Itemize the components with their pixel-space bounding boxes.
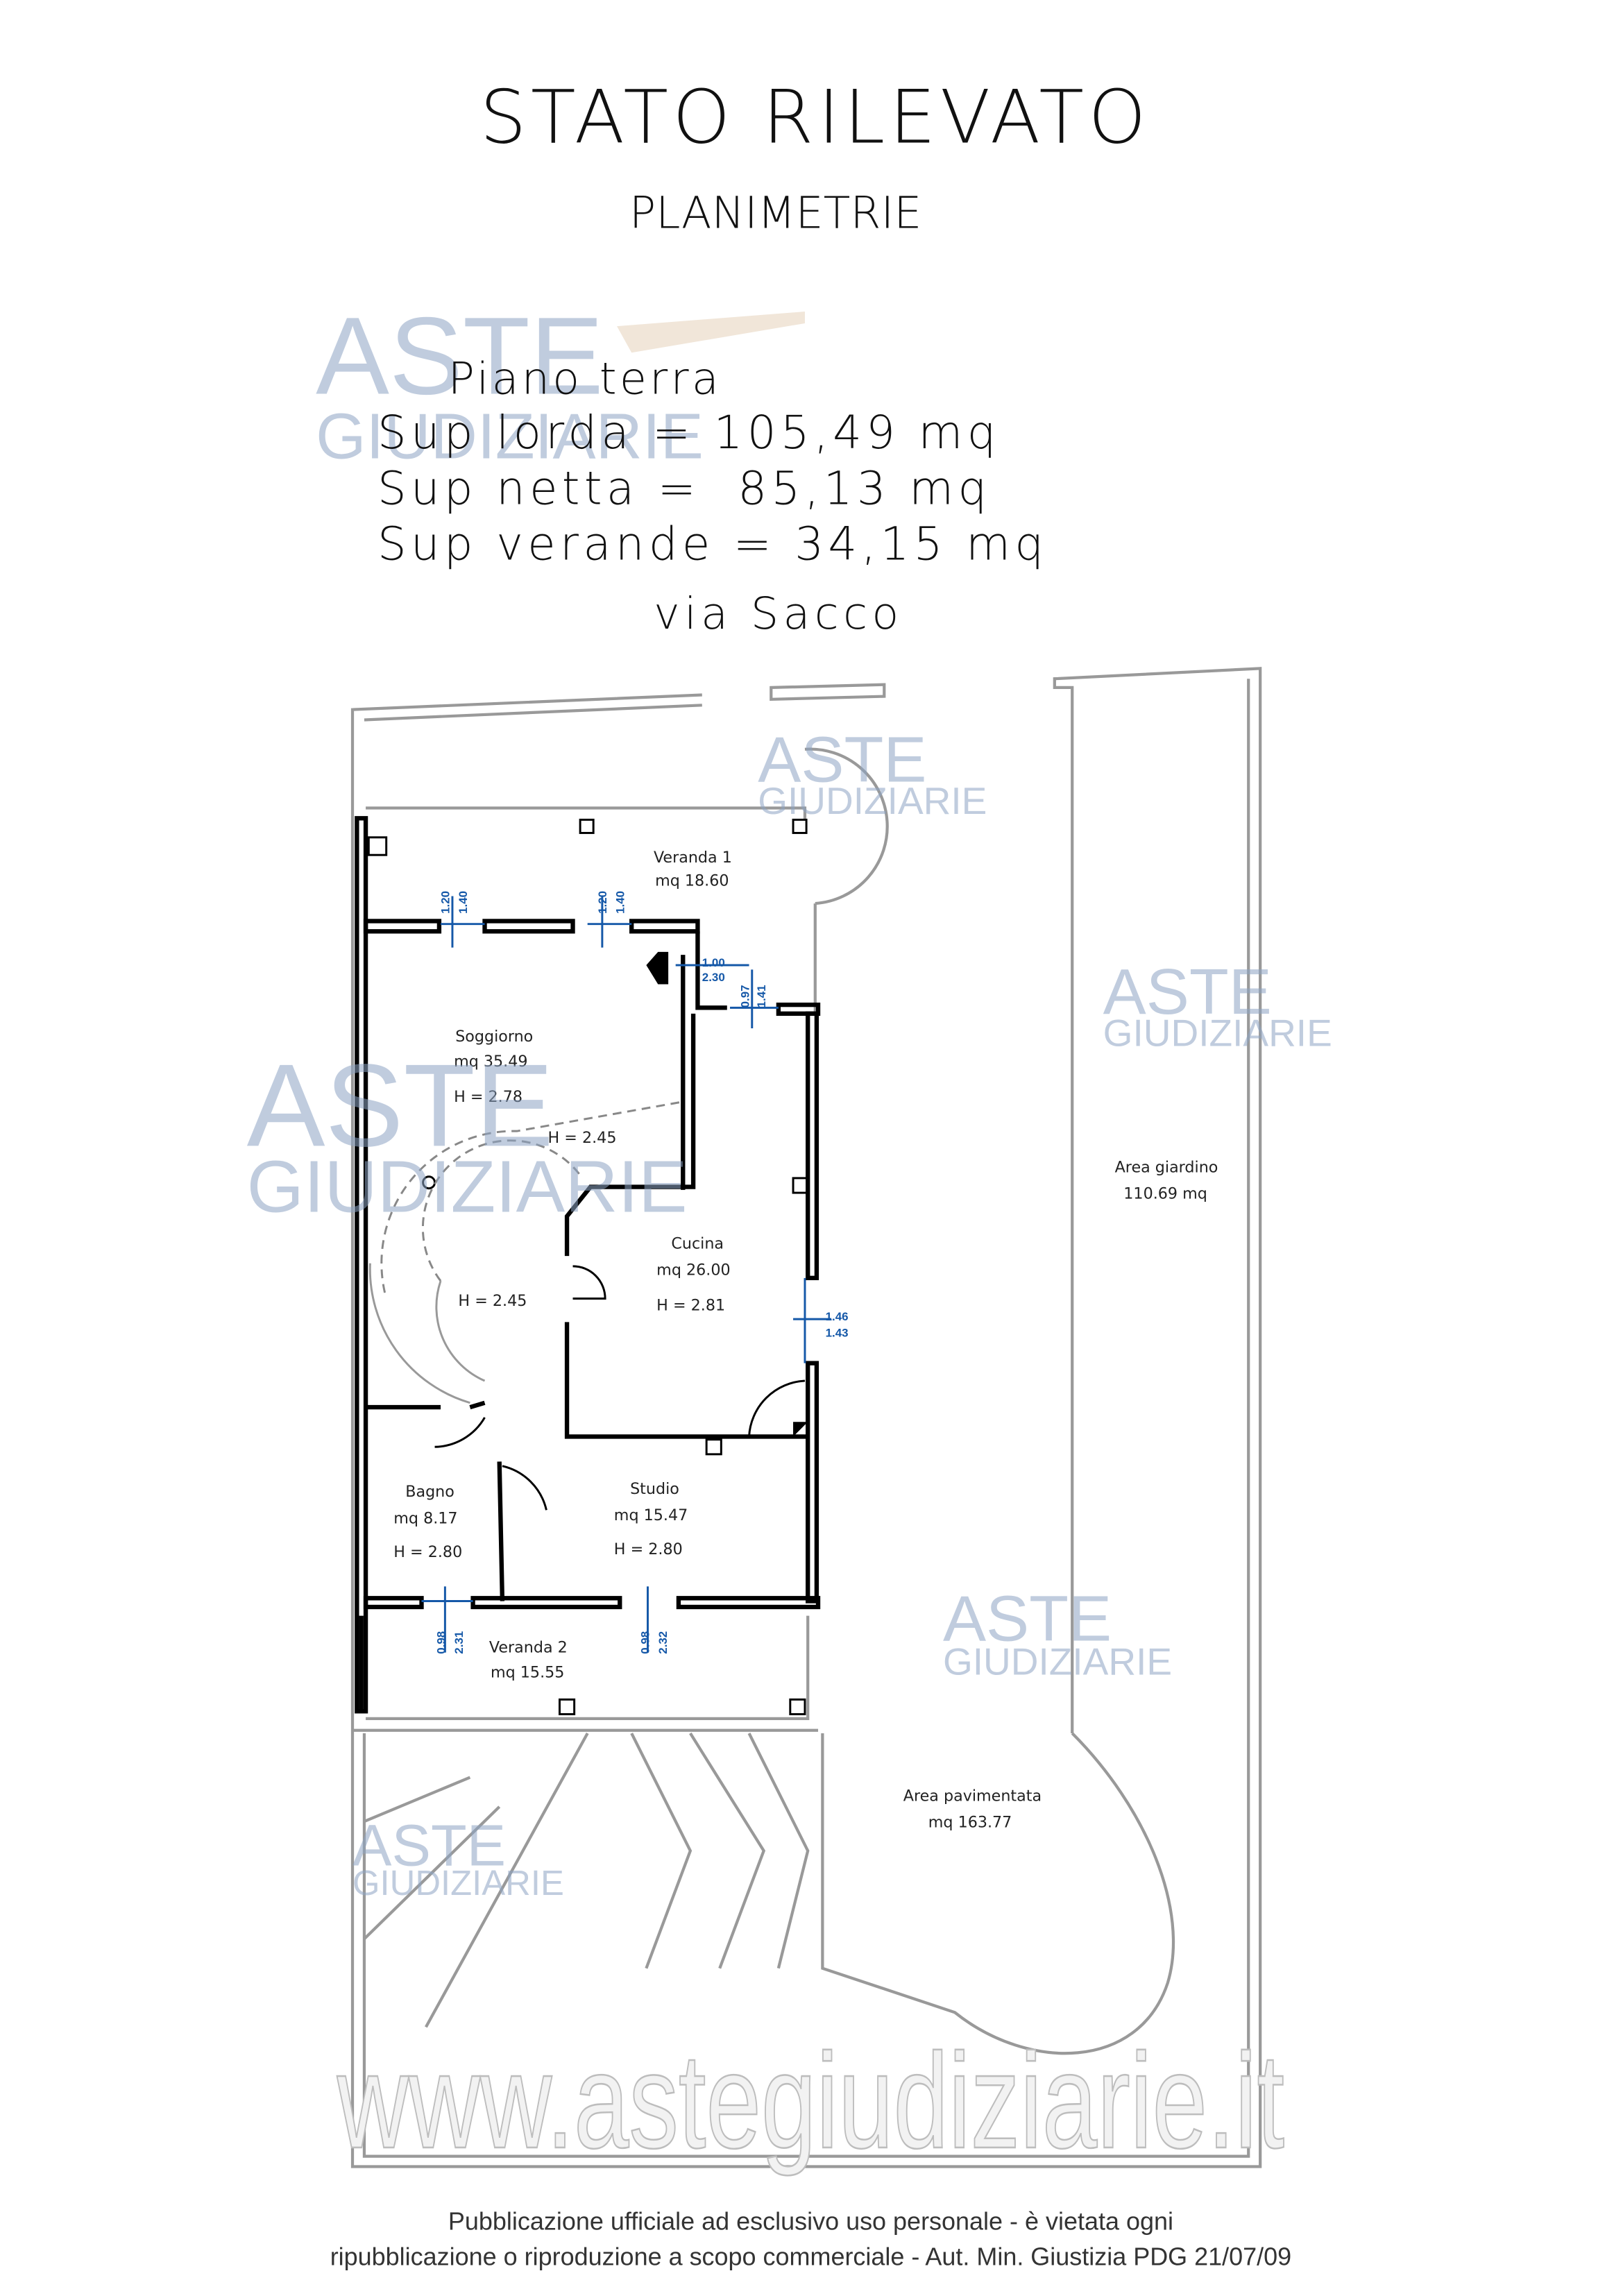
plan-text: GIUDIZIARIE [316, 400, 704, 473]
watermark-logos: ASTE GIUDIZIARIE ASTE GIUDIZIARIE ASTE G… [247, 723, 1332, 2177]
room-veranda-1: Veranda 1 [654, 849, 732, 867]
sup-verande: Sup verande = 34,15 mq [377, 518, 1048, 571]
plan-text: 1.20 [439, 891, 452, 914]
plan-text: 110.69 mq [1123, 1185, 1207, 1203]
footer-line-1: Pubblicazione ufficiale ad esclusivo uso… [448, 2206, 1173, 2235]
plan-text: mq 15.47 [614, 1506, 688, 1524]
plan-text: mq 35.49 [454, 1053, 527, 1071]
plan-text: GIUDIZIARIE [352, 1863, 564, 1903]
plan-text: 0.97 [739, 985, 752, 1007]
room-soggiorno: Soggiorno [455, 1028, 533, 1046]
plan-text: GIUDIZIARIE [758, 779, 987, 822]
plan-text: mq 8.17 [393, 1509, 457, 1527]
opening-dimensions: 1.20 1.40 1.20 1.40 1.00 2.30 0.97 1.41 … [421, 891, 849, 1654]
plan-text: GIUDIZIARIE [1103, 1011, 1332, 1054]
plan-text: H = 2.80 [393, 1543, 462, 1561]
plan-text: 1.40 [457, 891, 470, 914]
plan-text: 2.30 [702, 971, 725, 984]
page-subtitle: PLANIMETRIE [629, 187, 921, 238]
plan-text: 2.31 [452, 1631, 466, 1654]
plan-text: GIUDIZIARIE [943, 1640, 1172, 1683]
plan-text: ASTE [247, 1039, 554, 1171]
plan-text: 0.98 [639, 1631, 652, 1654]
plan-text: 2.32 [656, 1631, 670, 1654]
plan-text: ASTE [943, 1583, 1112, 1655]
plan-text: 1.20 [596, 891, 609, 914]
plan-text: H = 2.78 [454, 1088, 522, 1106]
plan-text: GIUDIZIARIE [247, 1146, 688, 1228]
plan-text: 1.40 [614, 891, 627, 914]
spiral-staircase [368, 1100, 683, 1404]
area-pavimentata: Area pavimentata [903, 1787, 1042, 1805]
page-title: STATO RILEVATO [479, 75, 1150, 160]
plan-text: 0.98 [434, 1631, 448, 1654]
floor-label: Piano terra [448, 353, 722, 405]
plan-text: 1.41 [755, 985, 768, 1007]
room-veranda-2: Veranda 2 [489, 1639, 568, 1657]
plan-text: ASTE [1103, 955, 1272, 1028]
sup-netta: Sup netta = 85,13 mq [377, 462, 991, 515]
footer-line-2: ripubblicazione o riproduzione a scopo c… [330, 2242, 1291, 2270]
plan-text: H = 2.80 [614, 1540, 683, 1558]
room-cucina: Cucina [671, 1234, 724, 1252]
room-bagno: Bagno [405, 1483, 454, 1501]
watermark-url: www.astegiudiziarie.it [337, 2026, 1284, 2177]
room-studio: Studio [630, 1480, 679, 1498]
plan-text: H = 2.45 [548, 1129, 617, 1147]
plan-text: 1.00 [702, 956, 725, 969]
plan-text: H = 2.81 [656, 1296, 725, 1314]
plan-text: H = 2.45 [458, 1292, 527, 1310]
plan-text: 1.46 [826, 1310, 849, 1323]
plan-text: mq 18.60 [655, 872, 729, 890]
building-walls [355, 806, 821, 1720]
watermark-logo: ASTE GIUDIZIARIE [316, 294, 805, 473]
plan-text: mq 163.77 [928, 1813, 1012, 1831]
plan-text: mq 26.00 [656, 1261, 730, 1279]
plan-text: ASTE [758, 723, 926, 795]
plan-text: ASTE [352, 1812, 506, 1878]
lot-boundary [350, 667, 1262, 2168]
plan-text: 1.43 [826, 1327, 849, 1340]
area-giardino: Area giardino [1115, 1158, 1218, 1176]
room-labels: Veranda 1 mq 18.60 Soggiorno mq 35.49 H … [393, 849, 1218, 1832]
plan-text: ASTE [316, 294, 604, 418]
plan-text: mq 15.55 [491, 1664, 564, 1682]
street-name: via Sacco [654, 588, 903, 639]
sup-lorda: Sup lorda = 105,49 mq [377, 407, 1001, 459]
entrance-arrow-icon [646, 951, 669, 985]
